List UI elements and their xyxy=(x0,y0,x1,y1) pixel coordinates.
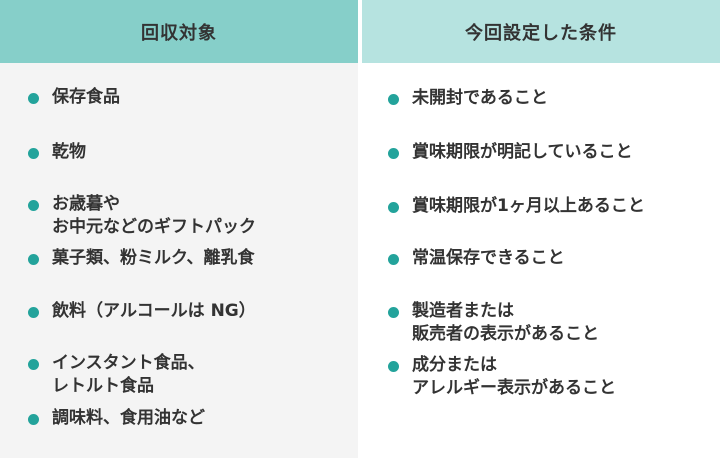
bullet-dot-icon xyxy=(28,93,39,104)
column-divider xyxy=(358,0,362,458)
list-item: 保存食品 xyxy=(28,86,120,109)
bullet-dot-icon xyxy=(28,148,39,159)
bullet-dot-icon xyxy=(28,200,39,211)
list-item-text: 販売者の表示があること xyxy=(412,324,599,344)
right-column-header: 今回設定した条件 xyxy=(362,0,720,63)
bullet-dot-icon xyxy=(28,359,39,370)
list-item: 飲料（アルコールは NG） xyxy=(28,300,256,323)
list-item-text: 未開封であること xyxy=(412,88,548,108)
list-item: 常温保存できること xyxy=(388,247,565,270)
list-item-text: レトルト食品 xyxy=(52,376,154,396)
list-item-text: お歳暮や xyxy=(52,194,120,214)
list-item: インスタント食品、 レトルト食品 xyxy=(28,352,205,398)
right-column: 今回設定した条件 未開封であること 賞味期限が明記していること 賞味期限が1ヶ月… xyxy=(362,0,720,458)
left-column-header: 回収対象 xyxy=(0,0,358,63)
list-item: 未開封であること xyxy=(388,87,548,110)
bullet-dot-icon xyxy=(28,414,39,425)
list-item-text: 保存食品 xyxy=(52,87,120,107)
list-item: 調味料、食用油など xyxy=(28,407,205,430)
list-item: 成分または アレルギー表示があること xyxy=(388,354,616,400)
list-item-text: 製造者または xyxy=(412,301,514,321)
bullet-dot-icon xyxy=(388,148,399,159)
bullet-dot-icon xyxy=(388,361,399,372)
left-column: 回収対象 保存食品 乾物 お歳暮や お中元などのギフトパック 菓子類、粉ミルク、… xyxy=(0,0,358,458)
bullet-dot-icon xyxy=(388,254,399,265)
bullet-dot-icon xyxy=(388,202,399,213)
bullet-dot-icon xyxy=(28,254,39,265)
list-item-text: 調味料、食用油など xyxy=(52,408,205,428)
list-item-text: 常温保存できること xyxy=(412,248,565,268)
list-item-text: お中元などのギフトパック xyxy=(52,217,256,237)
list-item-text: インスタント食品、 xyxy=(52,353,205,373)
list-item-text: 賞味期限が1ヶ月以上あること xyxy=(412,196,645,216)
bullet-dot-icon xyxy=(388,307,399,318)
list-item-text: 乾物 xyxy=(52,142,86,162)
bullet-dot-icon xyxy=(388,94,399,105)
list-item: 製造者または 販売者の表示があること xyxy=(388,300,599,346)
list-item-text: 賞味期限が明記していること xyxy=(412,142,633,162)
list-item: 賞味期限が1ヶ月以上あること xyxy=(388,195,645,218)
list-item-text: 成分または xyxy=(412,355,497,375)
list-item: 菓子類、粉ミルク、離乳食 xyxy=(28,247,255,270)
list-item: お歳暮や お中元などのギフトパック xyxy=(28,193,256,239)
bullet-dot-icon xyxy=(28,307,39,318)
list-item-text: 菓子類、粉ミルク、離乳食 xyxy=(52,248,255,268)
list-item-text: アレルギー表示があること xyxy=(412,378,616,398)
list-item: 賞味期限が明記していること xyxy=(388,141,633,164)
list-item: 乾物 xyxy=(28,141,86,164)
list-item-text: 飲料（アルコールは NG） xyxy=(52,301,256,321)
